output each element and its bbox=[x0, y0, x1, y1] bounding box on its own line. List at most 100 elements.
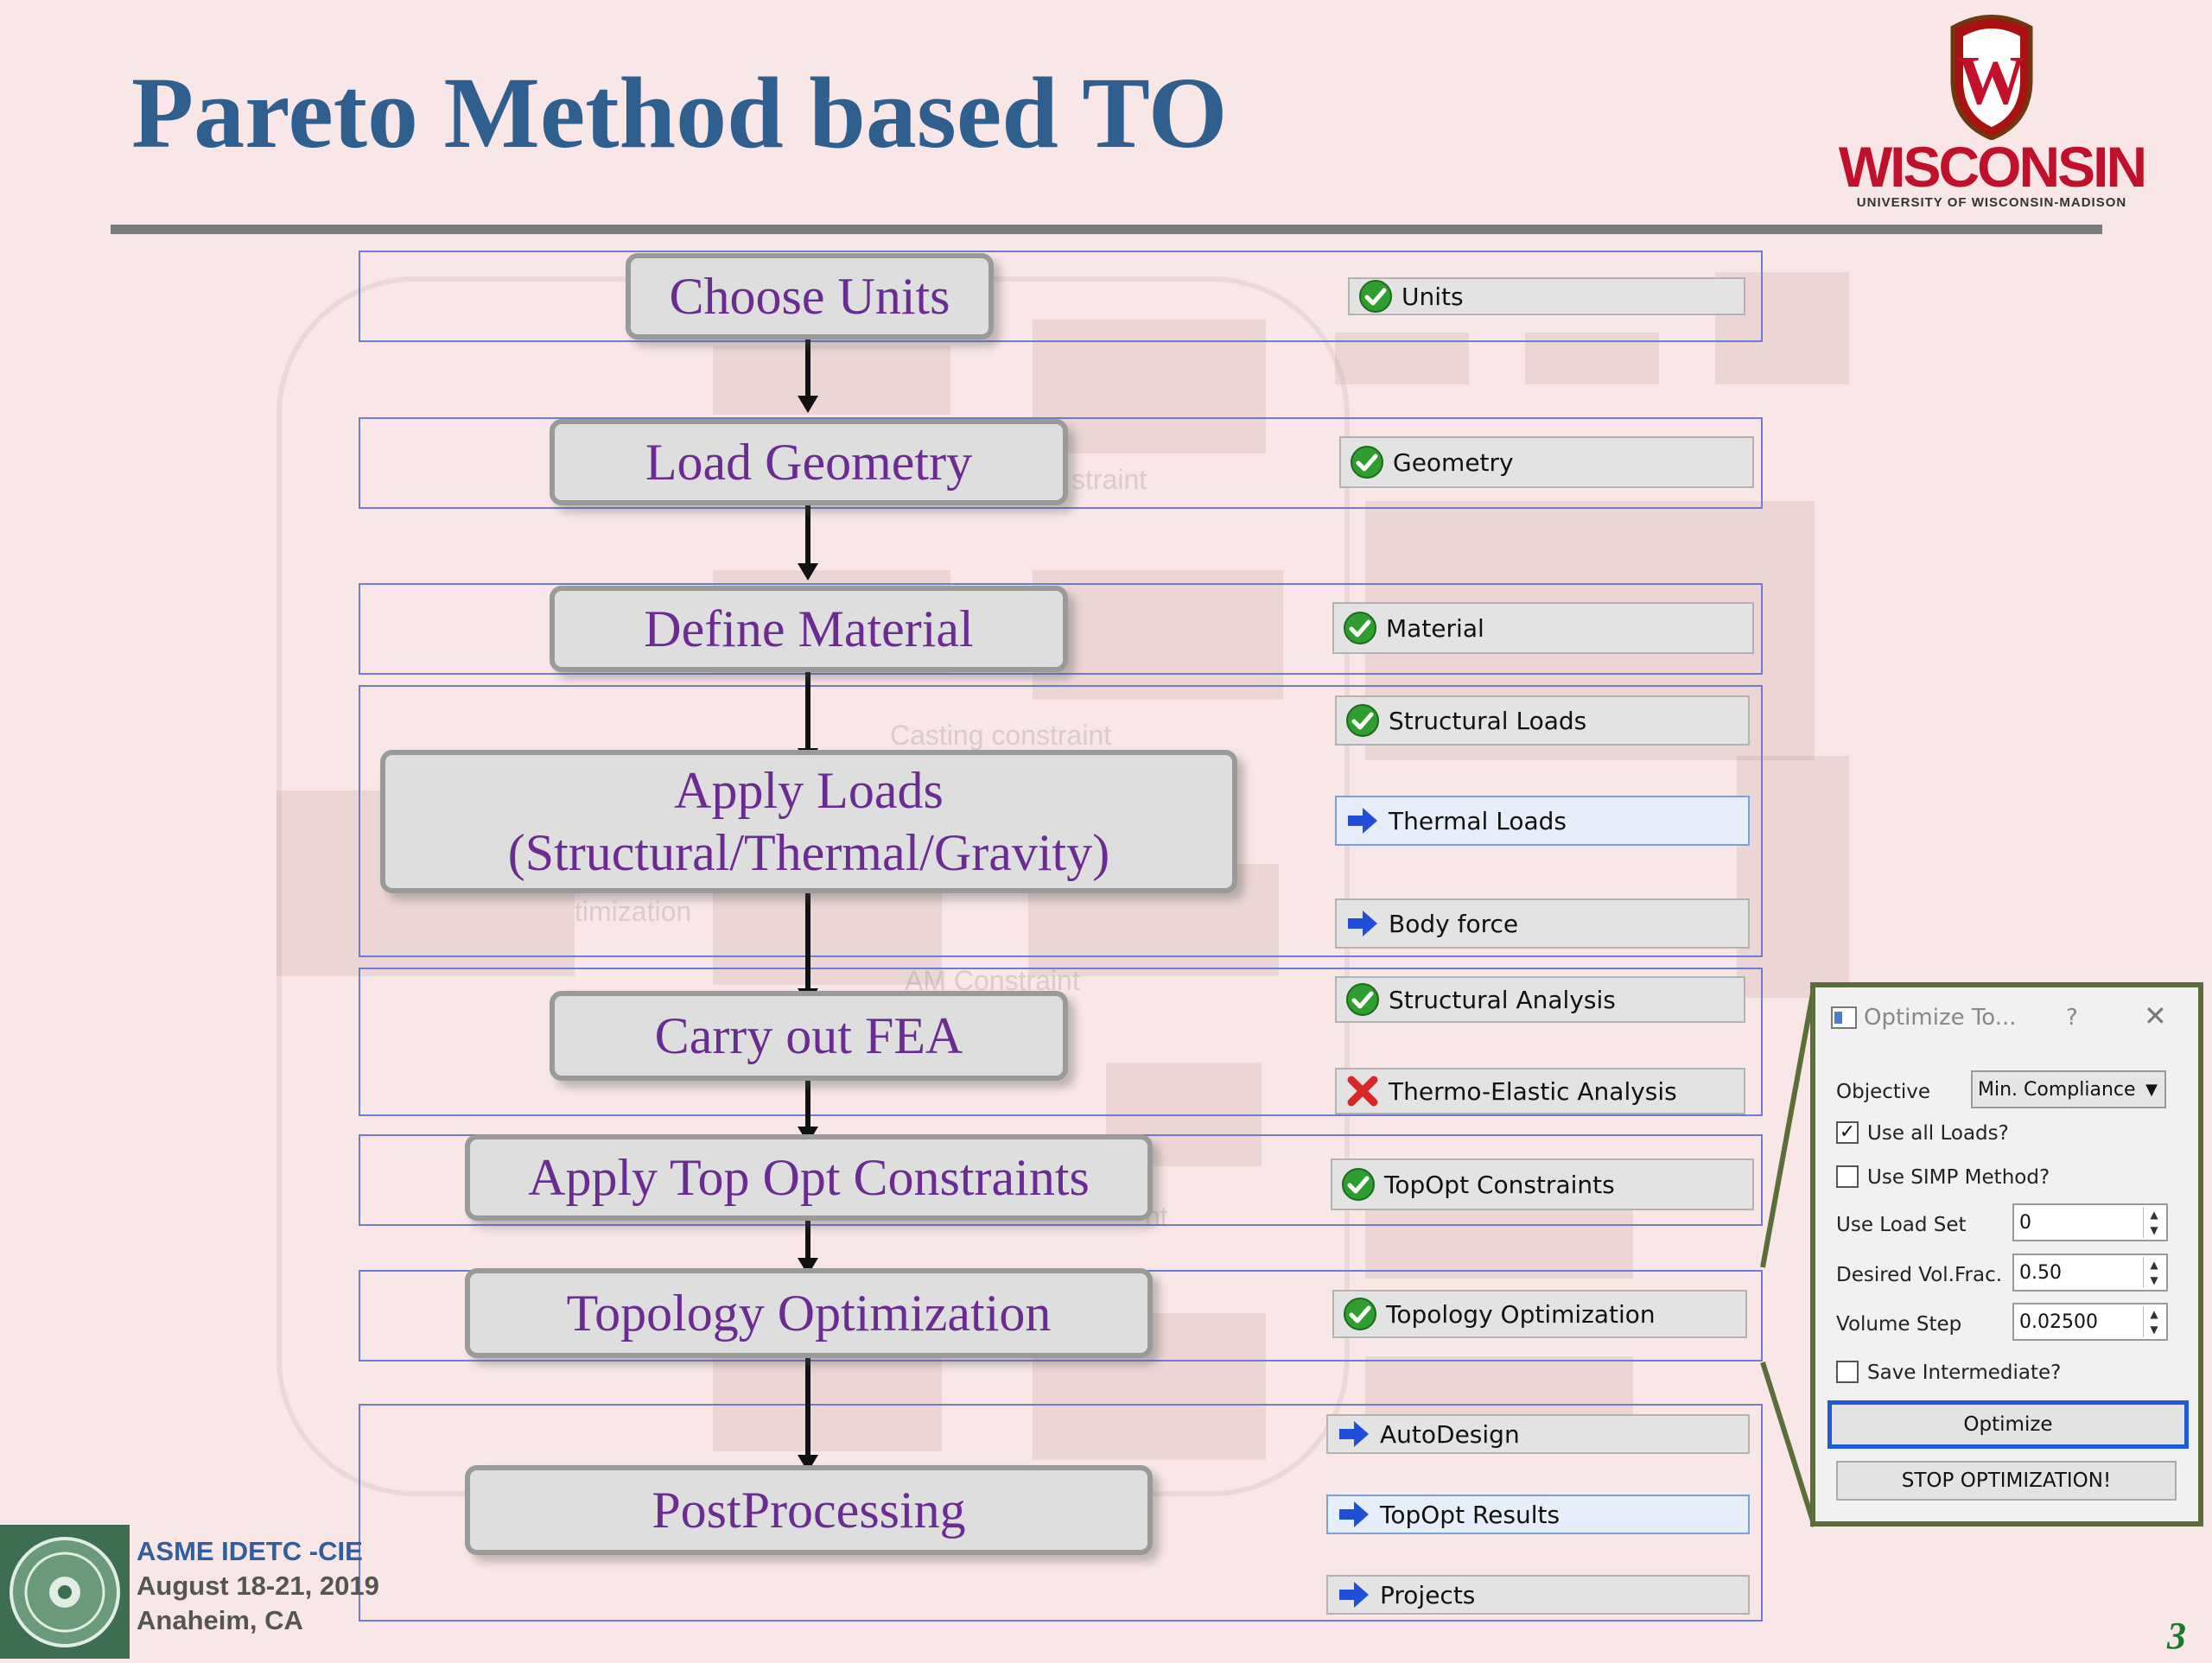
ghost-label: straint bbox=[1071, 464, 1147, 495]
flow-connector bbox=[805, 503, 810, 565]
objective-select[interactable]: Min. Compliance ▼ bbox=[1971, 1070, 2166, 1108]
structural-loads-button-label: Structural Loads bbox=[1389, 706, 1587, 735]
projects-button[interactable]: Projects bbox=[1326, 1575, 1750, 1615]
topology-optimization-button[interactable]: Topology Optimization bbox=[1332, 1290, 1747, 1338]
vol-frac-label: Desired Vol.Frac. bbox=[1836, 1264, 2003, 1286]
step-define-material: Define Material bbox=[550, 586, 1068, 672]
flow-connector bbox=[805, 667, 810, 752]
material-button-label: Material bbox=[1386, 613, 1484, 643]
units-button[interactable]: Units bbox=[1348, 277, 1745, 315]
structural-analysis-button-label: Structural Analysis bbox=[1389, 985, 1616, 1014]
step-row-loads bbox=[359, 685, 1763, 957]
step-topology-optimization: Topology Optimization bbox=[465, 1268, 1153, 1358]
stepper-arrows-icon[interactable]: ▲▼ bbox=[2143, 1306, 2164, 1337]
load-set-label: Use Load Set bbox=[1836, 1214, 1967, 1236]
topopt-constraints-button-label: TopOpt Constraints bbox=[1384, 1170, 1615, 1199]
stepper-arrows-icon[interactable]: ▲▼ bbox=[2143, 1207, 2164, 1238]
use-simp-checkbox[interactable] bbox=[1836, 1165, 1859, 1188]
geometry-button[interactable]: Geometry bbox=[1339, 436, 1754, 488]
wisconsin-crest-icon: W bbox=[1950, 15, 2033, 140]
check-icon bbox=[1359, 280, 1392, 313]
flow-connector bbox=[805, 1353, 810, 1457]
body-force-button-label: Body force bbox=[1389, 909, 1519, 938]
load-set-value: 0 bbox=[2019, 1211, 2031, 1234]
conference-name: ASME IDETC -CIE bbox=[137, 1536, 363, 1566]
check-icon bbox=[1346, 983, 1379, 1016]
flow-connector bbox=[805, 892, 810, 991]
thermo-elastic-analysis-button[interactable]: Thermo-Elastic Analysis bbox=[1335, 1068, 1745, 1114]
thermal-loads-button[interactable]: Thermal Loads bbox=[1335, 796, 1750, 846]
body-force-button[interactable]: Body force bbox=[1335, 898, 1750, 949]
stop-optimization-button[interactable]: STOP OPTIMIZATION! bbox=[1836, 1461, 2177, 1501]
check-icon bbox=[1342, 1168, 1375, 1201]
thermal-loads-button-label: Thermal Loads bbox=[1389, 806, 1567, 835]
arrow-right-icon bbox=[1348, 808, 1377, 834]
check-icon bbox=[1344, 1298, 1376, 1330]
window-icon bbox=[1831, 1006, 1857, 1029]
save-intermediate-label: Save Intermediate? bbox=[1867, 1362, 2062, 1384]
step-row-postprocessing bbox=[359, 1404, 1763, 1622]
optimize-dialog: Optimize To... ? ✕ Objective Min. Compli… bbox=[1810, 982, 2203, 1527]
step-carry-out-fea: Carry out FEA bbox=[550, 991, 1068, 1081]
page-number: 3 bbox=[2167, 1615, 2186, 1657]
autodesign-button[interactable]: AutoDesign bbox=[1326, 1414, 1750, 1454]
arrow-down-icon bbox=[798, 563, 818, 581]
ghost-label: Casting constraint bbox=[890, 720, 1112, 751]
ghost-block bbox=[1365, 1356, 1633, 1417]
step-row-units bbox=[359, 251, 1763, 342]
vol-frac-stepper[interactable]: 0.50 ▲▼ bbox=[2012, 1254, 2168, 1292]
step-apply-loads-line1: Apply Loads bbox=[674, 762, 944, 819]
flow-connector bbox=[805, 337, 810, 397]
ghost-label: timization bbox=[575, 896, 692, 927]
conference-date: August 18-21, 2019 bbox=[137, 1571, 379, 1601]
step-apply-loads-line2: (Structural/Thermal/Gravity) bbox=[507, 824, 1110, 881]
step-row-material bbox=[359, 583, 1763, 675]
check-icon bbox=[1346, 704, 1379, 737]
arrow-down-icon bbox=[798, 396, 818, 413]
step-load-geometry: Load Geometry bbox=[550, 419, 1068, 505]
dialog-title: Optimize To... bbox=[1864, 1005, 2017, 1031]
flow-connector bbox=[805, 1076, 810, 1130]
step-postprocessing: PostProcessing bbox=[465, 1465, 1153, 1555]
ghost-block bbox=[713, 346, 950, 415]
flow-connector bbox=[805, 1218, 810, 1260]
arrow-right-icon bbox=[1339, 1582, 1369, 1608]
step-choose-units: Choose Units bbox=[626, 253, 994, 340]
conference-place: Anaheim, CA bbox=[137, 1605, 303, 1635]
check-icon bbox=[1351, 446, 1383, 479]
material-button[interactable]: Material bbox=[1332, 602, 1754, 654]
arrow-right-icon bbox=[1348, 911, 1377, 936]
topopt-results-button-label: TopOpt Results bbox=[1380, 1500, 1560, 1529]
vol-frac-value: 0.50 bbox=[2019, 1261, 2062, 1284]
topopt-constraints-button[interactable]: TopOpt Constraints bbox=[1331, 1158, 1754, 1210]
structural-analysis-button[interactable]: Structural Analysis bbox=[1335, 976, 1745, 1023]
callout-lines bbox=[1760, 983, 1817, 1527]
geometry-button-label: Geometry bbox=[1393, 447, 1514, 477]
ghost-block bbox=[1365, 1201, 1633, 1279]
conference-logo bbox=[0, 1525, 130, 1659]
topopt-results-button[interactable]: TopOpt Results bbox=[1326, 1495, 1750, 1534]
slide-title: Pareto Method based TO bbox=[131, 56, 1228, 169]
arrow-right-icon bbox=[1339, 1501, 1369, 1527]
use-all-loads-checkbox[interactable]: ✓ bbox=[1836, 1121, 1859, 1144]
autodesign-button-label: AutoDesign bbox=[1380, 1419, 1520, 1449]
gear-logo-icon bbox=[10, 1537, 120, 1647]
volume-step-value: 0.02500 bbox=[2019, 1311, 2098, 1333]
title-underline bbox=[111, 225, 2102, 234]
logo-wordmark: WISCONSIN bbox=[1838, 135, 2147, 199]
volume-step-stepper[interactable]: 0.02500 ▲▼ bbox=[2012, 1303, 2168, 1341]
logo-subtitle: UNIVERSITY OF WISCONSIN-MADISON bbox=[1856, 195, 2127, 210]
save-intermediate-checkbox[interactable] bbox=[1836, 1361, 1859, 1383]
structural-loads-button[interactable]: Structural Loads bbox=[1335, 695, 1750, 746]
stepper-arrows-icon[interactable]: ▲▼ bbox=[2143, 1257, 2164, 1288]
optimize-button[interactable]: Optimize bbox=[1827, 1400, 2189, 1449]
crest-letter: W bbox=[1957, 43, 2026, 119]
objective-label: Objective bbox=[1836, 1081, 1931, 1103]
load-set-stepper[interactable]: 0 ▲▼ bbox=[2012, 1203, 2168, 1241]
topology-optimization-button-label: Topology Optimization bbox=[1386, 1299, 1656, 1329]
help-icon[interactable]: ? bbox=[2066, 1005, 2078, 1031]
step-row-geometry bbox=[359, 417, 1763, 509]
use-simp-label: Use SIMP Method? bbox=[1867, 1166, 2050, 1189]
check-icon bbox=[1344, 612, 1376, 644]
close-icon[interactable]: ✕ bbox=[2144, 1000, 2167, 1032]
